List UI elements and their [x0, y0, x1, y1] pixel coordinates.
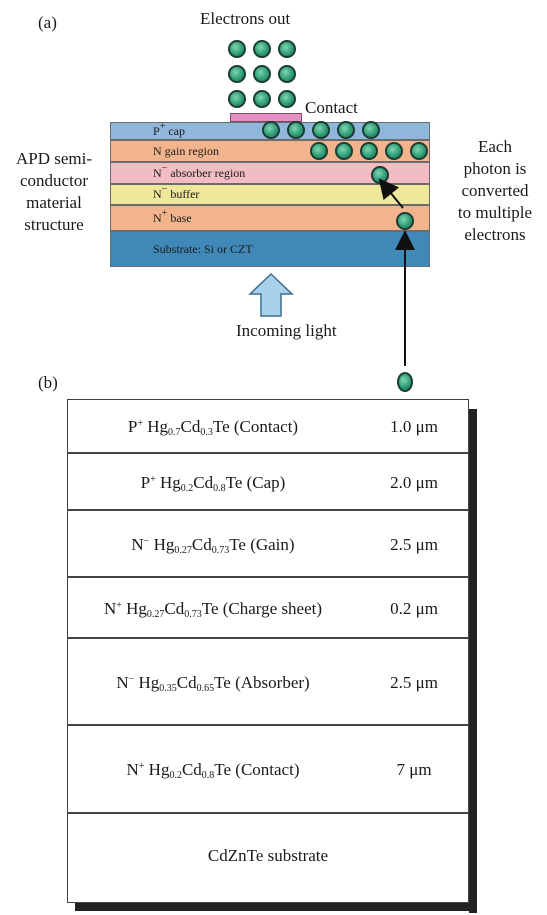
electron	[253, 90, 271, 108]
layer-material: N+ Hg0.27Cd0.73Te (Charge sheet)	[103, 599, 323, 620]
panel-b-label: (b)	[38, 373, 58, 392]
electron	[312, 121, 330, 139]
incoming-photon	[397, 372, 413, 392]
electron	[262, 121, 280, 139]
layer-material: P+ Hg0.7Cd0.3Te (Contact)	[127, 417, 299, 438]
layer-n-absorber: N− absorber region	[110, 162, 430, 184]
layer-sup: +	[161, 208, 168, 219]
layer-sup: −	[161, 163, 168, 174]
layer-material: N+ Hg0.2Cd0.8Te (Contact)	[126, 760, 300, 781]
layer-label: N	[153, 166, 162, 180]
layer-label: N	[153, 211, 162, 225]
electron	[410, 142, 428, 160]
table-row: N− Hg0.35Cd0.65Te (Absorber) 2.5 μm	[67, 638, 469, 725]
table-row: N+ Hg0.27Cd0.73Te (Charge sheet) 0.2 μm	[67, 577, 469, 638]
contact-label: Contact	[305, 98, 358, 117]
layer-label: N	[153, 187, 162, 201]
hgcdte-layer-table: P+ Hg0.7Cd0.3Te (Contact) 1.0 μm P+ Hg0.…	[67, 399, 477, 913]
layer-material: N− Hg0.27Cd0.73Te (Gain)	[131, 535, 295, 556]
incoming-light-arrow-icon	[248, 272, 294, 317]
layer-thickness: 2.5 μm	[390, 673, 438, 692]
electron	[278, 65, 296, 83]
electron	[228, 40, 246, 58]
electron	[228, 65, 246, 83]
incoming-light-label: Incoming light	[236, 321, 337, 340]
right-caption: Each photon is converted to multiple ele…	[446, 136, 544, 246]
electron	[337, 121, 355, 139]
panel-a-label: (a)	[38, 13, 57, 32]
layer-thickness: 7 μm	[396, 760, 432, 779]
table-row: P+ Hg0.2Cd0.8Te (Cap) 2.0 μm	[67, 453, 469, 510]
electrons-out-label: Electrons out	[200, 9, 291, 28]
caption-line: structure	[24, 215, 84, 234]
layer-label: absorber region	[167, 166, 246, 180]
electron	[396, 212, 414, 230]
left-caption: APD semi- conductor material structure	[4, 148, 104, 236]
table-row-substrate: CdZnTe substrate	[67, 813, 469, 903]
electron	[335, 142, 353, 160]
electron	[278, 90, 296, 108]
layer-material: P+ Hg0.2Cd0.8Te (Cap)	[140, 473, 286, 494]
table-shadow	[469, 409, 477, 913]
caption-line: material	[26, 193, 82, 212]
caption-line: APD semi-	[15, 149, 93, 168]
layer-thickness: 1.0 μm	[390, 417, 438, 436]
electron	[253, 65, 271, 83]
table-row: N+ Hg0.2Cd0.8Te (Contact) 7 μm	[67, 725, 469, 813]
substrate-label: CdZnTe substrate	[207, 846, 329, 865]
layer-n-buffer: N− buffer	[110, 184, 430, 205]
layer-label: cap	[165, 124, 185, 138]
caption-line: Each	[478, 137, 512, 156]
layer-thickness: 2.0 μm	[390, 473, 438, 492]
layer-label: buffer	[167, 187, 200, 201]
electron	[287, 121, 305, 139]
layer-n-base: N+ base	[110, 205, 430, 231]
layer-material: N− Hg0.35Cd0.65Te (Absorber)	[116, 673, 310, 694]
layer-thickness: 0.2 μm	[390, 599, 438, 618]
electron	[310, 142, 328, 160]
table-row: N− Hg0.27Cd0.73Te (Gain) 2.5 μm	[67, 510, 469, 577]
electron	[253, 40, 271, 58]
layer-label: Substrate: Si or CZT	[153, 242, 253, 256]
caption-line: conductor	[20, 171, 88, 190]
table-row: P+ Hg0.7Cd0.3Te (Contact) 1.0 μm	[67, 399, 469, 453]
layer-thickness: 2.5 μm	[390, 535, 438, 554]
electron	[228, 90, 246, 108]
caption-line: electrons	[464, 225, 526, 244]
layer-sup: +	[159, 121, 166, 132]
electron	[385, 142, 403, 160]
caption-line: converted	[461, 181, 529, 200]
layer-label: P	[153, 124, 160, 138]
electron	[362, 121, 380, 139]
caption-line: photon is	[463, 159, 527, 178]
layer-sup: −	[161, 184, 168, 195]
table-shadow	[75, 903, 477, 911]
electron	[360, 142, 378, 160]
layer-substrate: Substrate: Si or CZT	[110, 231, 430, 267]
electron	[278, 40, 296, 58]
caption-line: to multiple	[457, 203, 533, 222]
photon-path-arrows	[378, 178, 415, 366]
layer-label: base	[167, 211, 192, 225]
layer-label: N gain region	[153, 144, 219, 158]
